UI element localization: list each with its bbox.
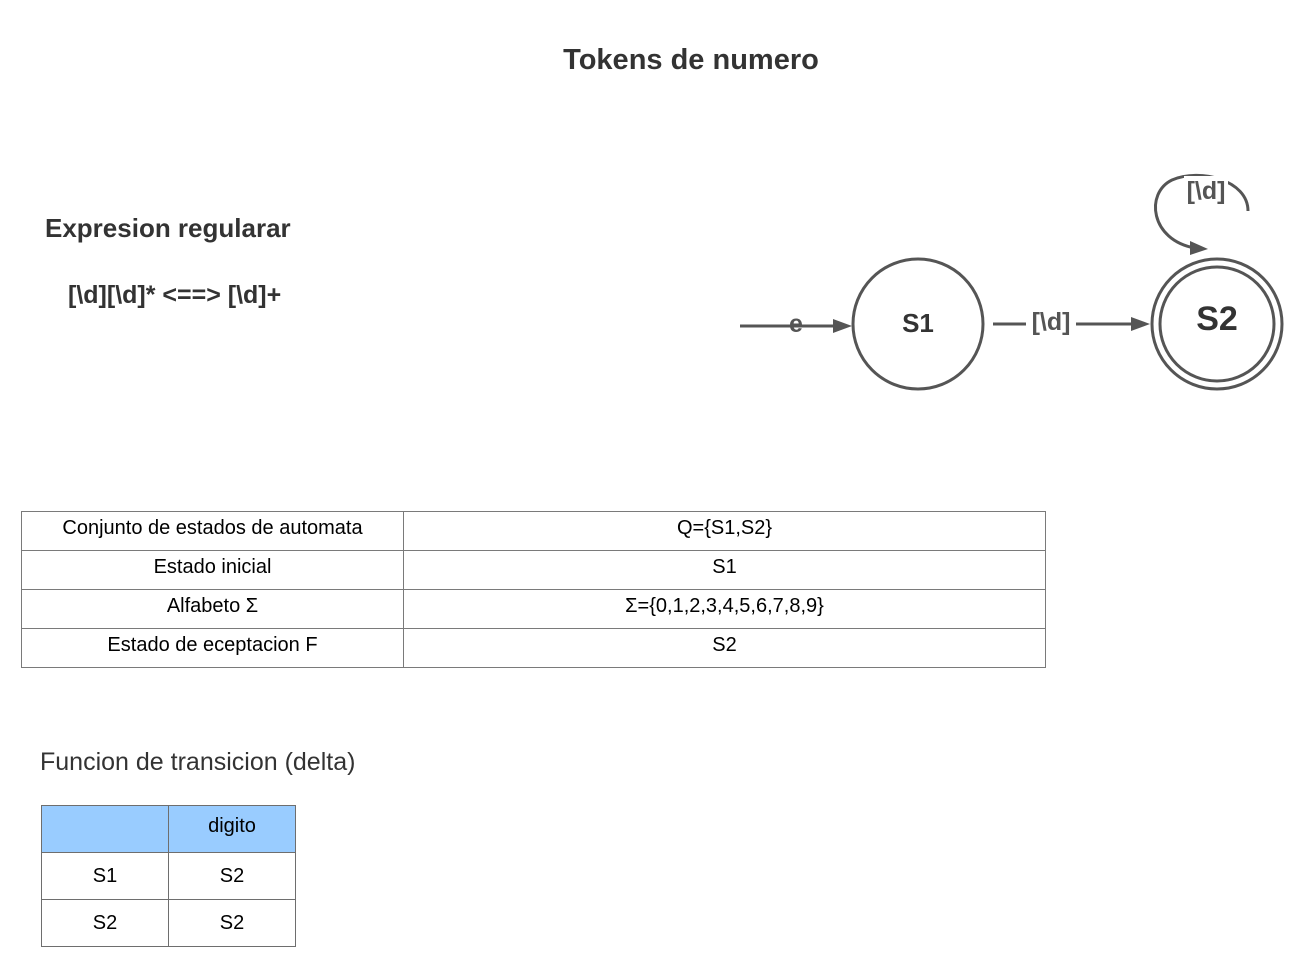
regex-expression: [\d][\d]* <==> [\d]+ <box>68 281 282 309</box>
property-value: Σ={0,1,2,3,4,5,6,7,8,9} <box>403 589 1046 629</box>
next-state-cell: S2 <box>168 899 296 947</box>
start-arrow-head <box>833 319 852 333</box>
state-s2-label: S2 <box>1196 300 1238 338</box>
table-row: Alfabeto Σ Σ={0,1,2,3,4,5,6,7,8,9} <box>21 589 1046 629</box>
self-loop-label: [\d] <box>1187 177 1226 205</box>
property-key: Alfabeto Σ <box>21 589 404 629</box>
start-label: e <box>789 310 803 338</box>
state-s1-label: S1 <box>902 308 934 338</box>
state-s2-outer-circle[interactable] <box>1150 257 1284 391</box>
property-key: Estado de eceptacion F <box>21 628 404 668</box>
property-key: Conjunto de estados de automata <box>21 511 404 551</box>
self-loop-arrow-head <box>1190 241 1208 255</box>
property-key: Estado inicial <box>21 550 404 590</box>
table-row: Estado inicial S1 <box>21 550 1046 590</box>
property-value: S1 <box>403 550 1046 590</box>
table-row: Estado de eceptacion F S2 <box>21 628 1046 668</box>
self-loop-arc <box>1153 173 1250 250</box>
next-state-cell: S2 <box>168 852 296 900</box>
table-header-row: digito <box>41 805 296 853</box>
table-row: Conjunto de estados de automata Q={S1,S2… <box>21 511 1046 551</box>
transition-label: [\d] <box>1032 308 1071 336</box>
transition-function-heading: Funcion de transicion (delta) <box>40 748 356 776</box>
table-row: S2 S2 <box>41 899 296 947</box>
regex-heading: Expresion regularar <box>45 213 291 243</box>
page-title: Tokens de numero <box>563 44 819 76</box>
header-cell-empty <box>41 805 169 853</box>
state-cell: S1 <box>41 852 169 900</box>
property-value: Q={S1,S2} <box>403 511 1046 551</box>
header-cell-digito: digito <box>168 805 296 853</box>
property-value: S2 <box>403 628 1046 668</box>
state-s2-inner-circle <box>1158 265 1276 383</box>
state-cell: S2 <box>41 899 169 947</box>
automaton-properties-table: Conjunto de estados de automata Q={S1,S2… <box>21 511 1046 668</box>
state-s1-circle[interactable] <box>851 257 985 391</box>
table-row: S1 S2 <box>41 852 296 900</box>
transition-arrow-head <box>1131 317 1150 331</box>
transition-function-table: digito S1 S2 S2 S2 <box>41 805 296 947</box>
